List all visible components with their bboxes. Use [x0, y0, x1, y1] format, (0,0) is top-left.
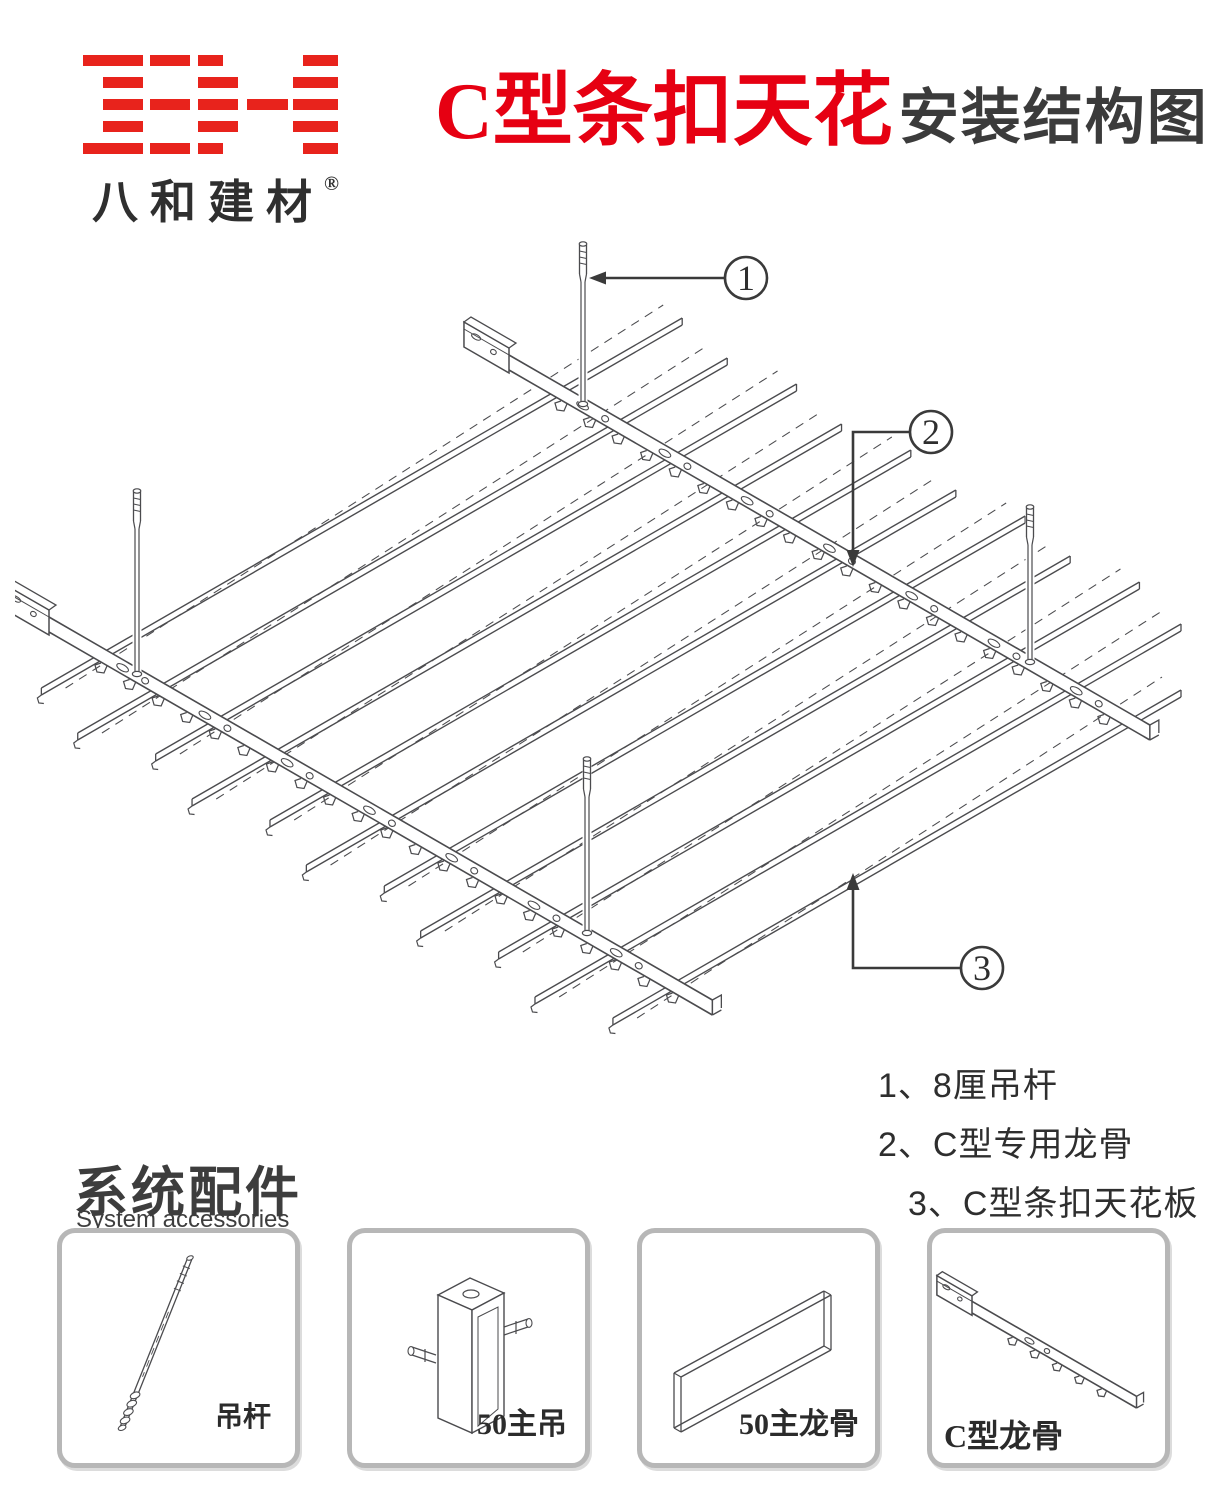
c-keel-drawing — [935, 1270, 1145, 1409]
accessory-label: 吊杆 — [214, 1402, 271, 1433]
accessory-label: C型龙骨 — [944, 1418, 1064, 1454]
callout-3-number: 3 — [973, 948, 991, 988]
accessory-label: 50主龙骨 — [739, 1408, 859, 1441]
ceiling-structure-drawing — [15, 241, 1182, 1035]
brand-name-text: 八和建材 — [92, 177, 324, 228]
accessory-box-main-keel: 50主龙骨 — [637, 1228, 880, 1468]
callout-1: 1 — [589, 255, 769, 301]
legend-item: 3、C型条扣天花板 — [908, 1185, 1199, 1223]
main-hanger-drawing — [407, 1277, 533, 1435]
accessory-box-c-keel: C型龙骨 — [927, 1228, 1170, 1468]
callout-2: 2 — [846, 409, 954, 567]
brand-logo-icon — [80, 50, 345, 165]
callout-3: 3 — [846, 873, 1005, 991]
legend-item: 1、8厘吊杆 — [878, 1067, 1058, 1105]
main-keel-drawing — [673, 1290, 832, 1433]
page-title-suffix: 安装结构图 — [898, 84, 1205, 151]
parts-legend: 1、8厘吊杆 2、C型专用龙骨 3、C型条扣天花板 — [878, 1058, 1205, 1235]
callout-1-number: 1 — [737, 258, 755, 298]
installation-structure-drawing: 1 2 3 — [15, 241, 1182, 1035]
page-title: C型条扣天花 安装结构图 — [435, 72, 1205, 152]
accessory-box-main-hanger: 50主吊 — [347, 1228, 590, 1468]
callout-2-number: 2 — [922, 412, 940, 452]
registered-mark: ® — [324, 173, 339, 195]
accessory-label: 50主吊 — [477, 1408, 567, 1441]
hanging-rod-drawing — [117, 1255, 194, 1432]
brand-name: 八和建材® — [92, 166, 339, 232]
page-title-product: C型条扣天花 — [435, 68, 893, 156]
accessories-heading: 系统配件 — [74, 1163, 302, 1223]
accessory-box-hanging-rod: 吊杆 — [57, 1228, 300, 1468]
legend-item: 2、C型专用龙骨 — [878, 1126, 1134, 1164]
